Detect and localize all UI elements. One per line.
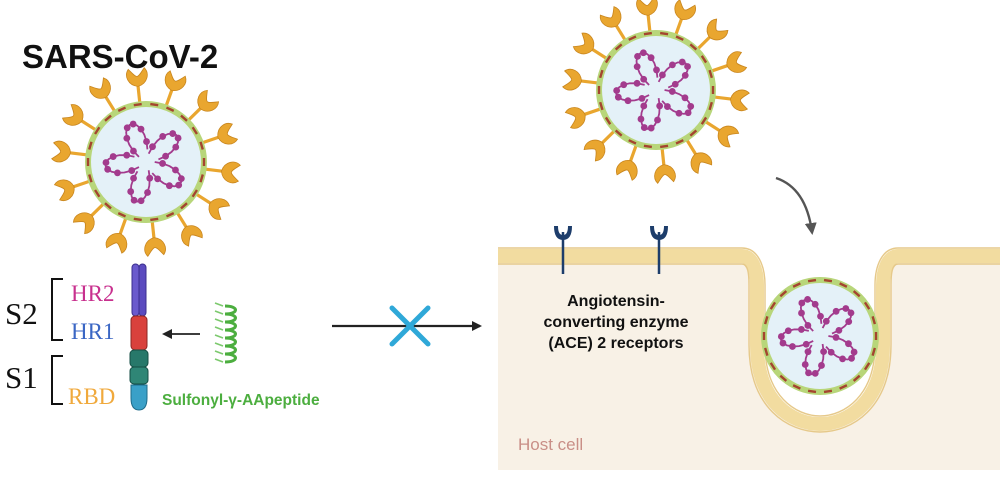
hr1-label: HR1 <box>71 319 115 344</box>
ace2-receptor <box>554 226 572 274</box>
spike-glycoprotein <box>685 139 713 174</box>
spike-glycoprotein <box>616 144 638 181</box>
spike-protein <box>129 263 149 411</box>
virus-particle <box>562 0 750 184</box>
hr2-domain <box>131 263 140 317</box>
host-cell <box>498 247 1000 470</box>
spike-glycoprotein <box>562 68 598 91</box>
spike-glycoprotein <box>583 130 616 162</box>
rbd-label: RBD <box>68 384 116 409</box>
s1-domain <box>129 349 149 368</box>
hr2-label: HR2 <box>71 281 115 306</box>
spike-glycoprotein <box>187 89 220 122</box>
membrane-inner-line <box>498 263 1000 433</box>
s2-label: S2 <box>5 296 38 331</box>
spike-glycoprotein <box>704 120 740 148</box>
s2-bracket <box>51 278 63 341</box>
spike-glycoprotein <box>714 89 750 112</box>
spike-glycoprotein <box>72 202 105 235</box>
rbd-domain <box>130 384 148 411</box>
ace2-receptor-label: Angiotensin-converting enzyme (ACE) 2 re… <box>543 293 689 352</box>
hr1-domain <box>130 315 148 351</box>
spike-glycoprotein <box>674 0 696 36</box>
host-cell-interior <box>498 256 1000 470</box>
spike-glycoprotein <box>105 217 128 254</box>
s1-domain <box>129 366 149 385</box>
spike-glycoprotein <box>61 104 97 132</box>
entry-arrow <box>775 176 817 235</box>
spike-glycoprotein <box>564 107 601 129</box>
spike-glycoprotein <box>711 51 748 73</box>
spike-glycoprotein <box>636 0 658 32</box>
peptide-helix <box>214 302 237 364</box>
block-x-icon <box>389 305 431 347</box>
spike-glycoprotein <box>164 70 187 107</box>
membrane-outer-line <box>498 247 1000 417</box>
spike-glycoprotein <box>126 67 148 103</box>
s1-label: S1 <box>5 360 38 395</box>
spike-glycoprotein <box>144 221 166 257</box>
endocytosed-virus <box>761 277 879 395</box>
viral-rna <box>102 120 185 205</box>
spike-glycoprotein <box>51 140 87 163</box>
host-cell-label: Host cell <box>518 435 584 454</box>
spike-glycoprotein <box>176 212 203 247</box>
viral-rna <box>613 49 695 132</box>
spike-glycoprotein <box>202 123 239 145</box>
spike-glycoprotein <box>599 6 627 41</box>
viral-rna <box>777 295 858 377</box>
virus-particle <box>51 67 241 257</box>
spike-glycoprotein <box>696 18 729 50</box>
peptide-label: Sulfonyl-γ-AApeptide <box>162 392 320 409</box>
host-cell-membrane <box>498 249 1000 432</box>
spike-glycoprotein <box>572 32 608 60</box>
s1-bracket <box>51 355 63 405</box>
spike-glycoprotein <box>89 77 116 112</box>
virus-title: SARS-CoV-2 <box>22 38 219 75</box>
hr2-domain <box>138 263 147 317</box>
spike-glycoprotein <box>195 192 231 220</box>
ace2-receptor <box>650 226 668 274</box>
spike-glycoprotein <box>654 148 676 184</box>
spike-glycoprotein <box>53 179 90 201</box>
spike-glycoprotein <box>205 161 241 184</box>
